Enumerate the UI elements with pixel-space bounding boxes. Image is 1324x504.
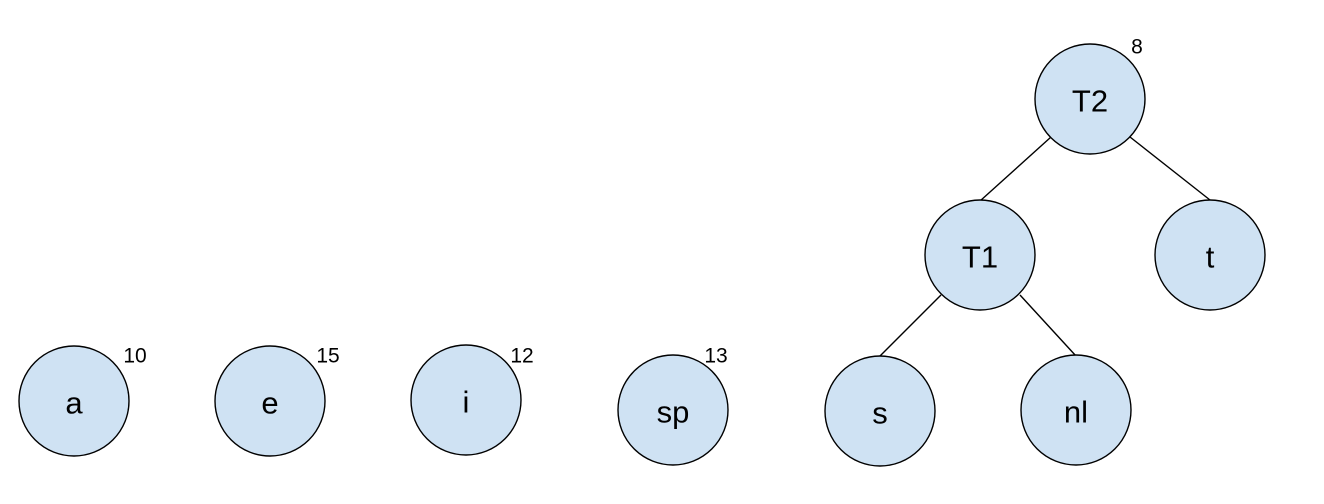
weight-label-e: 15 [316, 345, 339, 368]
weight-label-i: 12 [510, 345, 533, 368]
node-label-i: i [463, 385, 470, 420]
edge-T2-T1 [979, 136, 1052, 202]
node-nl: nl [1020, 354, 1132, 466]
node-sp: sp 13 [617, 345, 729, 466]
node-label-t: t [1206, 240, 1215, 275]
edge-T1-nl [1019, 294, 1077, 357]
node-label-e: e [261, 386, 278, 421]
edge-T2-t [1129, 136, 1211, 201]
weight-label-a: 10 [123, 345, 146, 368]
node-label-a: a [65, 386, 83, 421]
tree-edges [878, 136, 1211, 358]
node-label-nl: nl [1064, 395, 1088, 430]
node-e: e 15 [214, 345, 340, 457]
weight-label-T2: 8 [1131, 36, 1143, 59]
node-T1: T1 [924, 199, 1036, 311]
node-a: a 10 [18, 345, 147, 457]
node-t: t [1154, 199, 1266, 311]
node-label-T1: T1 [962, 240, 998, 275]
node-s: s [824, 355, 936, 467]
weight-label-sp: 13 [704, 345, 727, 368]
node-i: i 12 [410, 344, 534, 456]
edge-T1-s [878, 294, 942, 358]
node-T2: T2 8 [1034, 36, 1146, 155]
node-label-s: s [872, 396, 888, 431]
node-label-T2: T2 [1072, 84, 1108, 119]
node-label-sp: sp [657, 395, 690, 430]
